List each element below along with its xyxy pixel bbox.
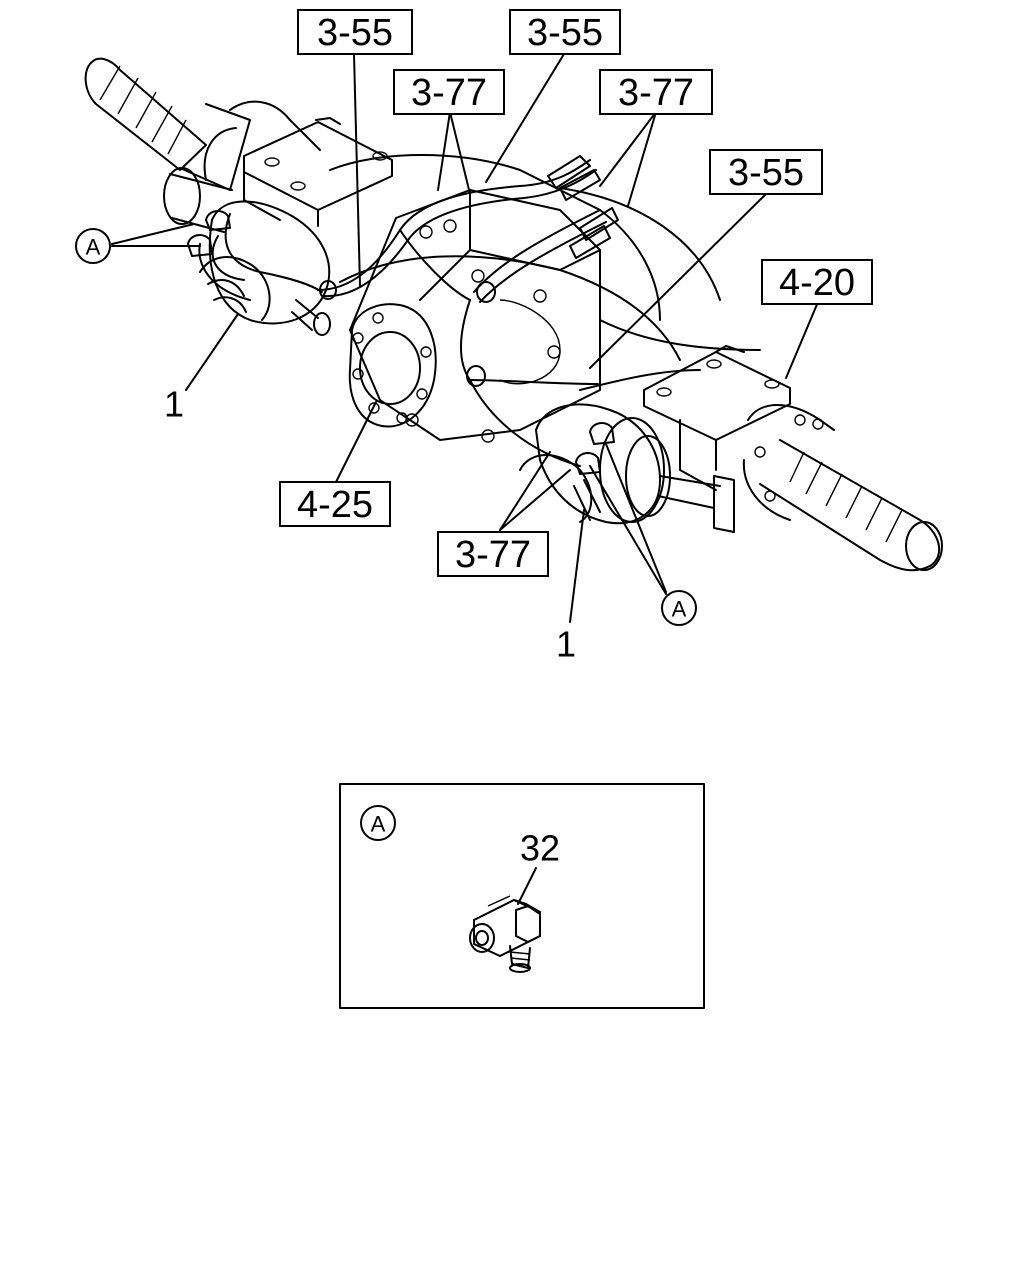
detail-marker-a-right: A (661, 590, 697, 626)
detail-label: A (371, 812, 386, 837)
callout-4-20: 4-20 (761, 259, 873, 305)
right-axle-shaft (742, 404, 943, 572)
left-axle-shaft (84, 57, 321, 191)
callout-3-55-top-left: 3-55 (297, 9, 413, 55)
callout-label: 3-77 (618, 72, 694, 114)
callout-label: 4-20 (779, 262, 855, 304)
callout-label: 3-55 (317, 12, 393, 54)
callout-label: 3-77 (455, 534, 531, 576)
brake-pipes (187, 155, 619, 475)
elbow-fitting-icon (469, 895, 541, 973)
left-brake-chamber (163, 167, 331, 336)
callout-label: 4-25 (297, 484, 373, 526)
left-spring-seat (243, 117, 393, 227)
callout-label: 3-77 (411, 72, 487, 114)
callout-3-77-left: 3-77 (393, 69, 505, 115)
detail-marker-label: A (672, 597, 687, 622)
differential-housing (329, 154, 761, 443)
callout-label: 3-55 (527, 12, 603, 54)
right-spring-seat (643, 345, 791, 491)
right-brake-chamber (519, 403, 735, 533)
detail-marker-label: A (86, 235, 101, 260)
part-number-1-bottom: 1 (556, 624, 576, 665)
callout-4-25: 4-25 (279, 481, 391, 527)
callout-3-55-top-right: 3-55 (509, 9, 621, 55)
callout-3-55-right: 3-55 (709, 149, 823, 195)
detail-a-label-marker: A (360, 805, 396, 841)
part-number-32: 32 (520, 828, 560, 869)
leader-lines (111, 53, 819, 623)
part-number-1-left: 1 (164, 384, 184, 425)
detail-marker-a-left: A (75, 228, 111, 264)
callout-3-77-bottom: 3-77 (437, 531, 549, 577)
callout-3-77-right: 3-77 (599, 69, 713, 115)
axle-housing-drawing (84, 57, 943, 572)
callout-label: 3-55 (728, 152, 804, 194)
detail-a-panel: A 32 (339, 783, 705, 1009)
